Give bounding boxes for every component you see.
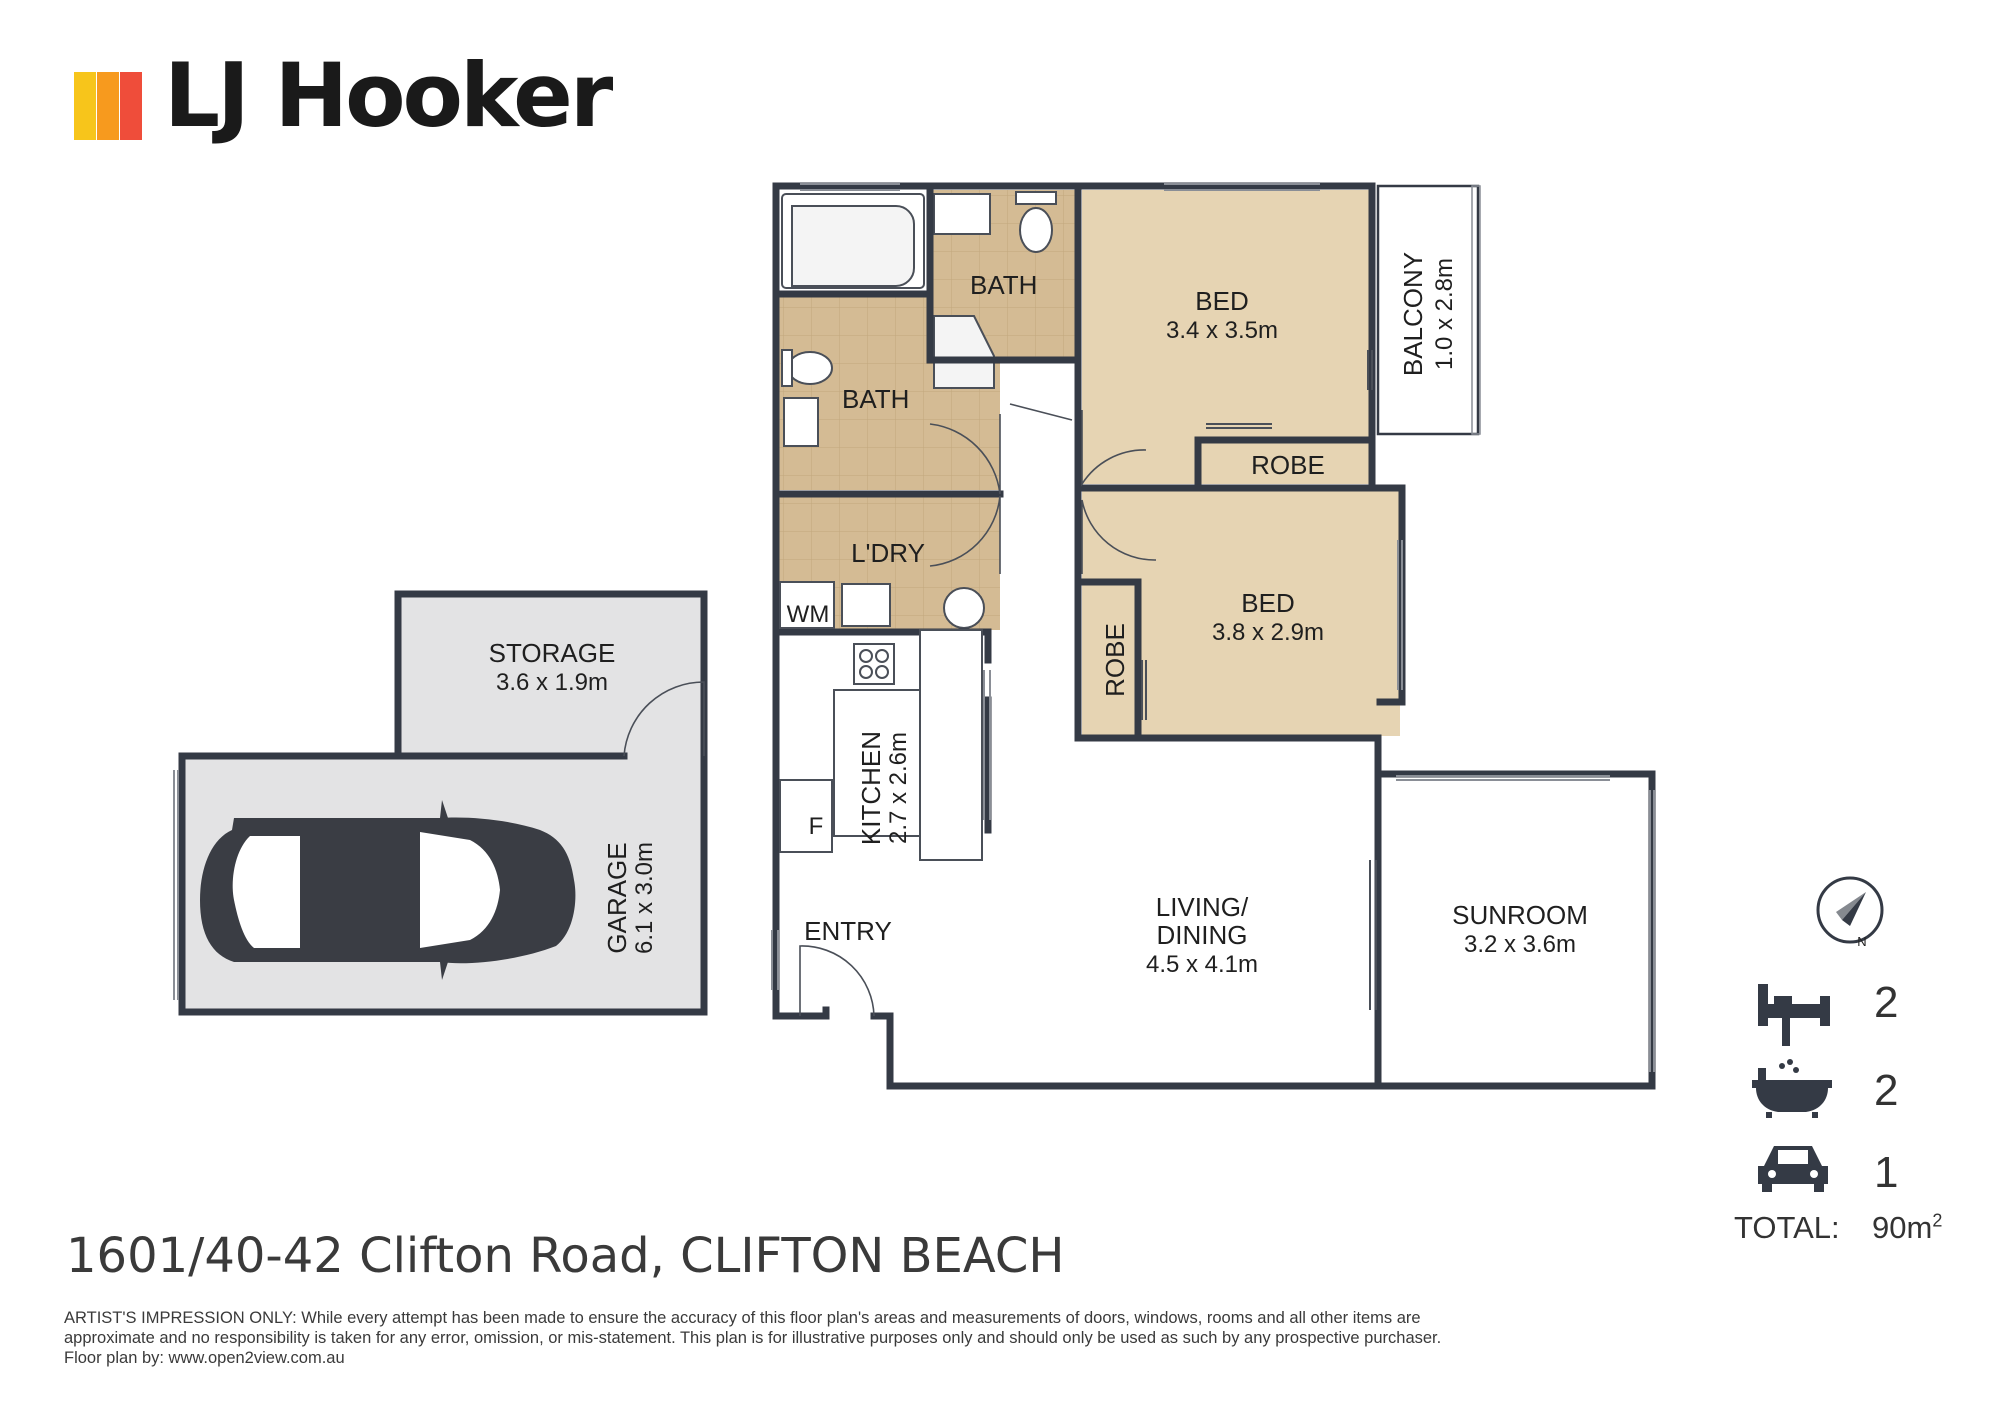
walls	[178, 182, 1656, 1090]
wall-bed2	[1074, 484, 1382, 780]
storage-floor	[398, 594, 704, 756]
bed2-label: BED	[1241, 588, 1294, 618]
balcony-outline	[1376, 184, 1480, 436]
wall-garage	[178, 752, 708, 1016]
total-label: TOTAL:	[1734, 1210, 1840, 1245]
bed2-door	[1081, 499, 1157, 574]
compass-icon: N	[1816, 876, 1884, 949]
bed1-size: 3.4 x 3.5m	[1166, 317, 1278, 344]
total-area-unit-sup: 2	[1932, 1210, 1943, 1231]
kitchen-fixtures	[779, 581, 983, 861]
disclaimer-line-2: approximate and no responsibility is tak…	[64, 1329, 1442, 1347]
bath2-cistern	[1015, 191, 1057, 205]
living-label-2: DINING	[1157, 920, 1248, 950]
living-label-1: LIVING/	[1156, 892, 1249, 922]
property-address: 1601/40-42 Clifton Road, CLIFTON BEACH	[66, 1228, 1065, 1284]
bathtub-icon	[1752, 1059, 1832, 1118]
disclaimer-line-1: ARTIST'S IMPRESSION ONLY: While every at…	[64, 1309, 1421, 1327]
bathrooms-count: 2	[1874, 1066, 1899, 1115]
robe2-label: ROBE	[1100, 623, 1130, 697]
bed1-door	[1081, 410, 1147, 487]
kitchen-size: 2.7 x 2.6m	[885, 732, 912, 844]
laundry-tub	[841, 583, 891, 627]
car-topview-icon	[200, 800, 576, 980]
corner-shower	[933, 315, 995, 389]
room-labels: BATH BATH BED 3.4 x 3.5m ROBE BALCONY 1.…	[489, 252, 1588, 978]
kitchen-label: KITCHEN	[856, 731, 886, 845]
car-spaces-count: 1	[1874, 1148, 1899, 1197]
garage-size: 6.1 x 3.0m	[631, 842, 658, 954]
car-icon	[1758, 1146, 1828, 1192]
bath2-label: BATH	[970, 270, 1037, 300]
garage-label: GARAGE	[602, 842, 632, 953]
balcony-size: 1.0 x 2.8m	[1431, 258, 1458, 370]
bed2-size: 3.8 x 2.9m	[1212, 619, 1324, 646]
disclaimer-line-3: Floor plan by: www.open2view.com.au	[64, 1349, 345, 1367]
living-size: 4.5 x 4.1m	[1146, 951, 1258, 978]
entry-door	[799, 945, 875, 1017]
bath1-toilet	[787, 351, 833, 385]
compass-north-label: N	[1857, 934, 1866, 949]
bath1-cistern	[781, 349, 793, 387]
wall-robe1	[1194, 436, 1376, 488]
storage-label: STORAGE	[489, 638, 616, 668]
wall-storage	[394, 590, 708, 760]
bath1-door	[929, 414, 1001, 495]
laundry-door	[929, 495, 1001, 574]
wall-bath-partitions	[772, 182, 1082, 488]
entry-label: ENTRY	[804, 916, 892, 946]
wall-main-left	[772, 182, 1376, 1020]
wall-laundry-bottom	[772, 628, 992, 664]
bath1-label: BATH	[842, 384, 909, 414]
brand-name: LJ Hooker	[164, 44, 613, 147]
kitchen-bench	[919, 629, 983, 861]
logo-stripes	[74, 72, 142, 140]
robe1-label: ROBE	[1251, 450, 1325, 480]
balcony-label: BALCONY	[1398, 252, 1428, 376]
fridge-box	[779, 779, 833, 853]
wall-main-bottom	[772, 770, 1656, 1090]
hall-door	[1009, 403, 1073, 421]
bed-icon	[1758, 984, 1830, 1046]
doors	[623, 403, 1157, 1017]
total-area-value: 90m	[1872, 1210, 1933, 1245]
storage-door	[623, 681, 705, 757]
storage-size: 3.6 x 1.9m	[496, 669, 608, 696]
laundry-appliance	[943, 587, 985, 629]
bed1-label: BED	[1195, 286, 1248, 316]
sunroom-label: SUNROOM	[1452, 900, 1588, 930]
bath2-toilet	[1019, 207, 1053, 253]
disclaimer: ARTIST'S IMPRESSION ONLY: While every at…	[64, 1308, 1564, 1368]
bath2-basin	[933, 193, 991, 235]
fridge-label: F	[809, 813, 824, 840]
total-area: 90m2	[1872, 1210, 1942, 1246]
bed1-floor	[1082, 190, 1372, 484]
laundry-label: L'DRY	[851, 538, 925, 568]
bedrooms-count: 2	[1874, 978, 1899, 1027]
sunroom-size: 3.2 x 3.6m	[1464, 931, 1576, 958]
bath-fixtures	[781, 191, 1057, 629]
cooktop	[853, 643, 895, 685]
bath1-basin	[783, 397, 819, 447]
wm-label: WM	[787, 601, 830, 628]
wall-robe2	[1074, 578, 1142, 742]
balcony-rail	[1471, 185, 1481, 435]
bathtub-basin	[791, 205, 915, 287]
sliding-doors	[1141, 350, 1377, 1010]
windows	[173, 183, 1655, 1072]
wm-box	[779, 581, 835, 629]
